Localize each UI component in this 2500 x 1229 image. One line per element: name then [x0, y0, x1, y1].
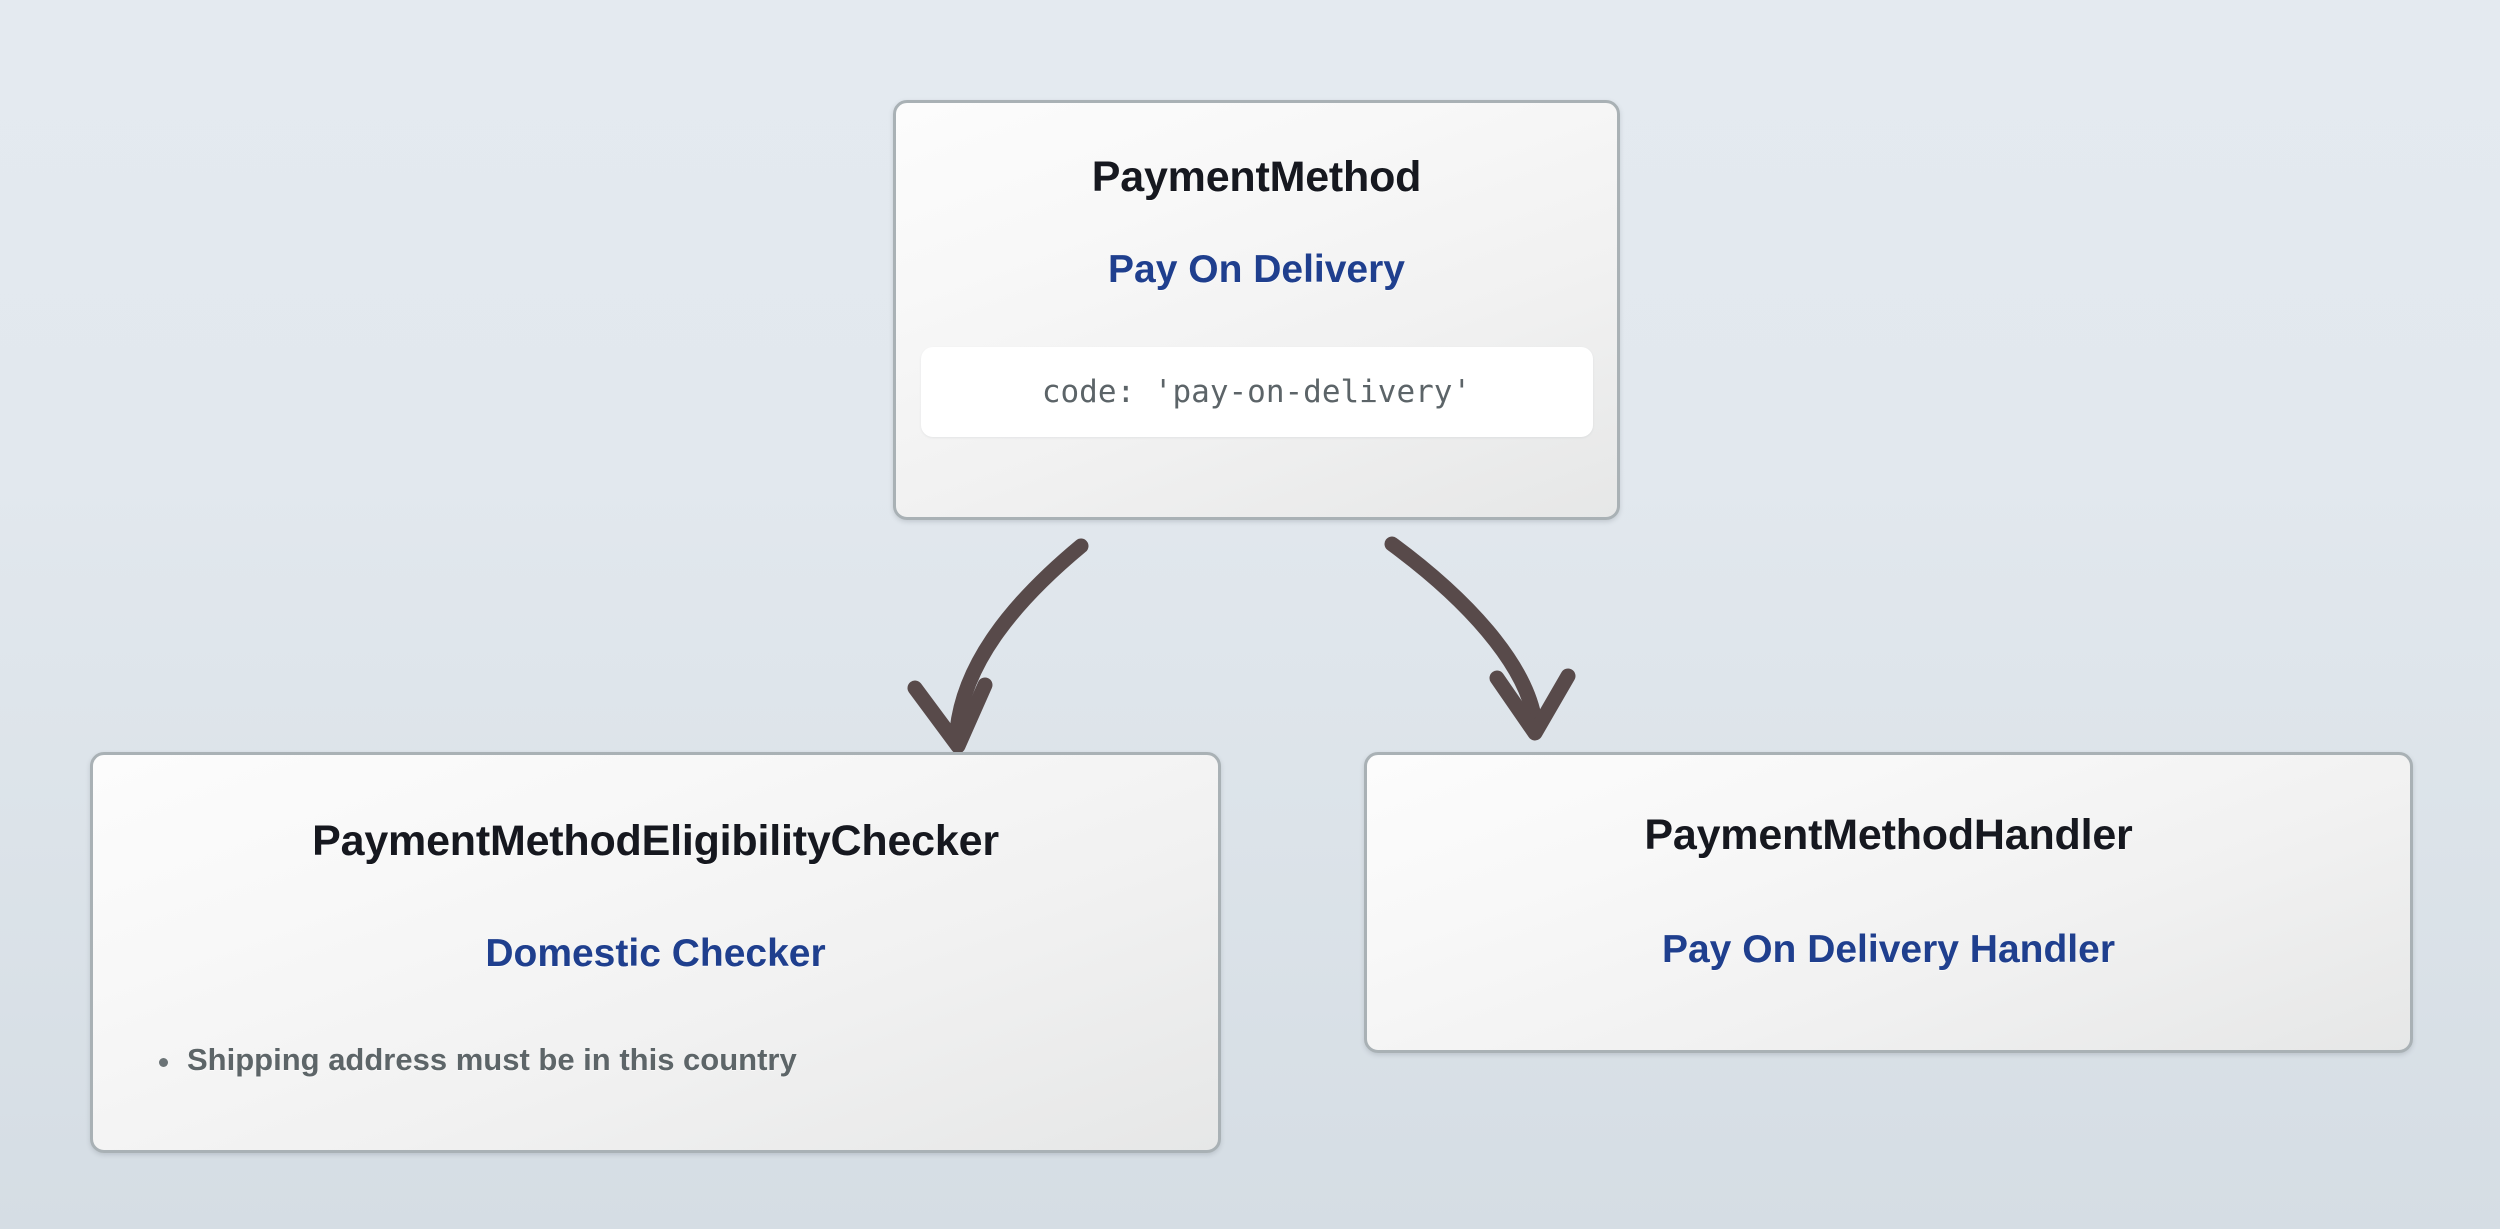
edge-to-payment-handler-arrow [1384, 536, 1576, 741]
node-payment-method[interactable]: PaymentMethod Pay On Delivery code: 'pay… [893, 100, 1620, 520]
node-payment-handler-type: PaymentMethodHandler [1644, 811, 2133, 859]
node-payment-method-eligibility-checker[interactable]: PaymentMethodEligibilityChecker Domestic… [90, 752, 1221, 1153]
list-item: Shipping address must be in this country [149, 1041, 797, 1080]
node-payment-method-handler[interactable]: PaymentMethodHandler Pay On Delivery Han… [1364, 752, 2413, 1053]
node-payment-method-name: Pay On Delivery [1108, 248, 1405, 292]
node-payment-method-type: PaymentMethod [1091, 153, 1422, 201]
edge-to-eligibility-checker-arrow [907, 538, 1089, 754]
node-payment-method-code: code: 'pay-on-delivery' [920, 347, 1593, 438]
eligibility-criteria-list: Shipping address must be in this country [149, 1041, 797, 1080]
node-eligibility-checker-name: Domestic Checker [485, 932, 826, 976]
node-eligibility-checker-type: PaymentMethodEligibilityChecker [312, 817, 999, 865]
node-payment-handler-name: Pay On Delivery Handler [1661, 928, 2116, 972]
